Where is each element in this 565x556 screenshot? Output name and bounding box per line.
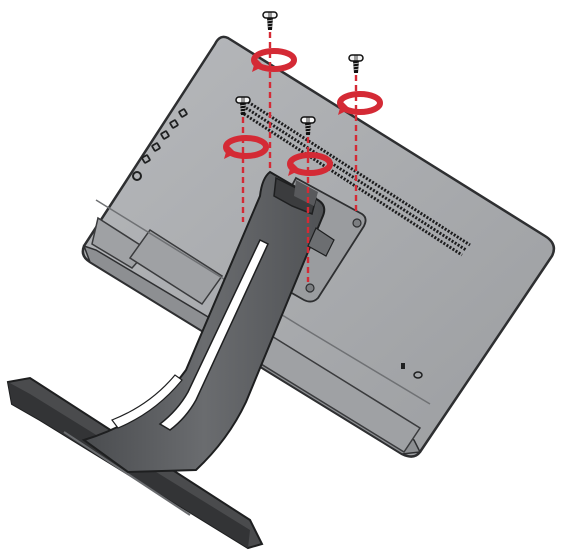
control-buttons: [132, 108, 188, 181]
rotate-arrow-icon: [223, 135, 269, 159]
ventilation-grille: [240, 98, 471, 257]
screw-icon: [300, 116, 316, 135]
port-icons: [401, 363, 423, 379]
rotate-arrow-icon: [251, 48, 297, 72]
rotate-arrow-icon: [337, 91, 383, 115]
rotate-arrow-icon: [287, 152, 333, 176]
screw-guide-lines: [241, 32, 358, 282]
screw-icon: [235, 96, 251, 115]
screw-icon: [348, 54, 364, 73]
stand-arm: [81, 170, 335, 474]
screw-icon: [262, 11, 278, 30]
